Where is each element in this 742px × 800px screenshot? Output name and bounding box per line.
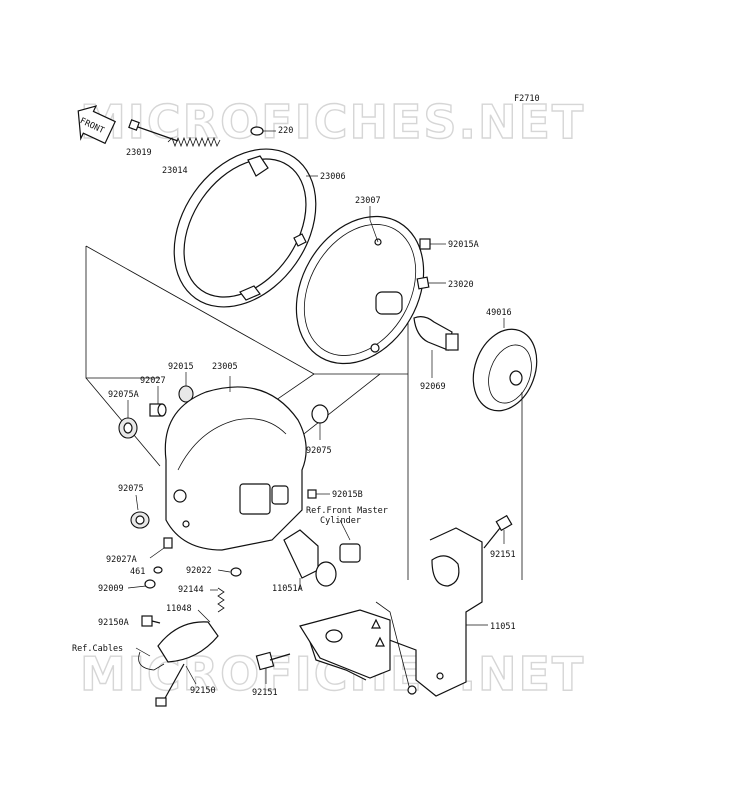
watermark-top: MICROFICHES.NET	[80, 95, 585, 149]
bracket-11048	[157, 609, 219, 663]
label-23014: 23014	[162, 166, 188, 176]
label-92009: 92009	[98, 584, 124, 594]
grommet-92075-left	[130, 494, 150, 529]
label-11051A: 11051A	[272, 584, 303, 594]
label-11048: 11048	[166, 604, 192, 614]
label-92144: 92144	[178, 585, 204, 595]
label-92022: 92022	[186, 566, 212, 576]
label-92075A: 92075A	[108, 390, 139, 400]
label-92069: 92069	[420, 382, 446, 392]
label-ref-front-master-1: Ref.Front Master	[306, 506, 388, 516]
bolt-92150A	[141, 615, 161, 627]
label-11051: 11051	[490, 622, 516, 632]
label-23020: 23020	[448, 280, 474, 290]
collar-92027	[149, 386, 167, 417]
nut-92015B	[307, 489, 330, 499]
label-92027: 92027	[140, 376, 166, 386]
front-arrow-icon: FRONT	[77, 105, 116, 145]
headlight-housing-23005	[164, 376, 307, 551]
headlight-lens-23007	[295, 206, 425, 365]
bolt-92151-right	[483, 514, 513, 549]
label-92150: 92150	[190, 686, 216, 696]
label-92015B: 92015B	[332, 490, 363, 500]
label-23019: 23019	[126, 148, 152, 158]
screw-220	[250, 126, 276, 136]
screw-92009	[127, 579, 156, 589]
spring-23014	[167, 136, 221, 148]
label-ref-cables: Ref.Cables	[72, 644, 123, 654]
washer-92022	[217, 567, 242, 577]
bulb-92069	[413, 316, 459, 378]
label-ref-front-master-2: Cylinder	[320, 516, 361, 526]
label-23007: 23007	[355, 196, 381, 206]
label-92027A: 92027A	[106, 555, 137, 565]
label-92015: 92015	[168, 362, 194, 372]
headlight-rim-23006	[173, 148, 318, 308]
cable-clamp-icon	[135, 647, 165, 671]
clip-23020	[416, 276, 446, 290]
nut-92015A	[419, 238, 446, 250]
label-23006: 23006	[320, 172, 346, 182]
label-92015A: 92015A	[448, 240, 479, 250]
label-49016: 49016	[486, 308, 512, 318]
label-92075-right: 92075	[306, 446, 332, 456]
bolt-92150	[155, 663, 197, 707]
grommet-92015	[178, 372, 194, 403]
spring-92144	[210, 587, 225, 613]
label-23005: 23005	[212, 362, 238, 372]
label-92075-left: 92075	[118, 484, 144, 494]
label-461: 461	[130, 567, 145, 577]
ref-master-leader	[339, 519, 351, 541]
washer-461	[153, 566, 163, 574]
grommet-92075A	[118, 400, 138, 439]
dust-boot-49016	[472, 318, 538, 412]
figure-code: F2710	[514, 94, 540, 104]
label-92151-right: 92151	[490, 550, 516, 560]
bolt-92151-bottom	[255, 651, 291, 684]
bracket-11051A	[283, 529, 361, 590]
label-220: 220	[278, 126, 293, 136]
label-92151-bottom: 92151	[252, 688, 278, 698]
label-92150A: 92150A	[98, 618, 129, 628]
grommet-92075-right	[311, 404, 329, 440]
assembly-outline	[85, 246, 160, 379]
collar-92027A	[149, 537, 173, 559]
bracket-11051	[299, 527, 488, 697]
